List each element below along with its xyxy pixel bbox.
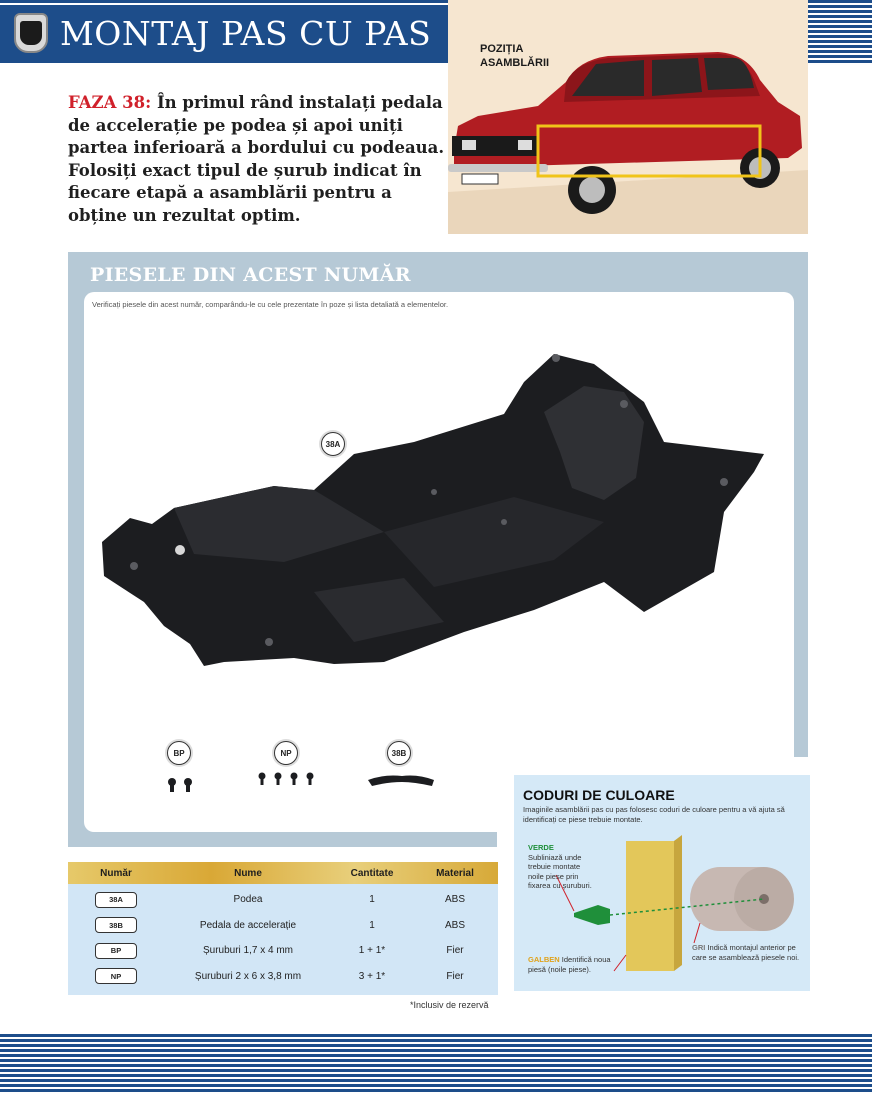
color-codes-illustration	[555, 835, 794, 972]
part-number-pill: NP	[95, 968, 137, 985]
footer-stripe-band	[0, 1034, 872, 1094]
table-footnote: *Inclusiv de rezervă	[410, 1000, 489, 1010]
part-material: ABS	[444, 919, 465, 931]
part-quantity: 1	[369, 894, 375, 906]
color-code-green-text: Subliniază unde trebuie montate noile pi…	[528, 852, 592, 891]
header-bar: MONTAJ PAS CU PAS	[0, 6, 450, 60]
color-codes-box: CODURI DE CULOARE Imaginile asamblării p…	[514, 775, 810, 991]
parts-note: Verificați piesele din acest număr, comp…	[92, 300, 449, 309]
col-number-header: Număr	[100, 867, 132, 879]
color-code-grey-text: Indică montajul anterior pe care se asam…	[692, 943, 800, 962]
parts-illustration	[102, 354, 764, 792]
col-material-header: Material	[436, 867, 474, 879]
part-name: Podea	[233, 894, 263, 906]
car-illustration	[448, 52, 808, 234]
step-label: FAZA 38:	[68, 93, 152, 112]
table-header: Număr Nume Cantitate Material	[68, 862, 498, 884]
intro-text: În primul rând instalați pedala de accel…	[68, 93, 445, 225]
dacia-logo-icon	[14, 13, 48, 53]
color-codes-panel: CODURI DE CULOARE Imaginile asamblării p…	[497, 757, 811, 991]
part-number-pill: BP	[95, 942, 137, 959]
part-number-pill: 38B	[95, 917, 137, 934]
table-row: NP Șuruburi 2 x 6 x 3,8 mm 3 + 1* Fier	[68, 964, 498, 990]
parts-heading: PIESELE DIN ACEST NUMĂR	[90, 264, 411, 286]
part-number-pill: 38A	[95, 891, 137, 908]
color-code-grey: GRI Indică montajul anterior pe care se …	[692, 943, 804, 962]
table-row: 38B Pedala de accelerație 1 ABS	[68, 913, 498, 939]
part-quantity: 3 + 1*	[358, 970, 386, 982]
part-label-38b: 38B	[387, 741, 411, 765]
part-material: Fier	[446, 970, 464, 982]
parts-panel: PIESELE DIN ACEST NUMĂR	[68, 252, 808, 847]
parts-table: Număr Nume Cantitate Material 38A Podea …	[68, 862, 498, 995]
color-code-green: VERDE Subliniază unde trebuie montate no…	[528, 843, 592, 891]
part-name: Pedala de accelerație	[199, 919, 297, 931]
color-code-yellow-text: Identifică noua piesă (noile piese).	[528, 955, 611, 974]
part-label-np: NP	[274, 741, 298, 765]
table-body: 38A Podea 1 ABS 38B Pedala de accelerați…	[68, 884, 498, 995]
color-code-yellow: GALBEN Identifică noua piesă (noile pies…	[528, 955, 628, 974]
assembly-position-panel: POZIȚIA ASAMBLĂRII	[448, 0, 808, 234]
page-title: MONTAJ PAS CU PAS	[60, 13, 432, 53]
color-codes-description: Imaginile asamblării pas cu pas folosesc…	[523, 805, 785, 824]
intro-instructions: FAZA 38: În primul rând instalați pedala…	[68, 92, 448, 227]
assembly-position-caption: POZIȚIA ASAMBLĂRII	[480, 43, 550, 69]
color-code-grey-word: GRI	[692, 943, 706, 952]
part-label-38a: 38A	[321, 432, 345, 456]
col-quantity-header: Cantitate	[350, 867, 394, 879]
part-quantity: 1	[369, 919, 375, 931]
part-name: Șuruburi 2 x 6 x 3,8 mm	[194, 970, 302, 982]
part-material: Fier	[446, 945, 464, 957]
color-codes-title: CODURI DE CULOARE	[523, 787, 675, 803]
table-row: 38A Podea 1 ABS	[68, 887, 498, 913]
color-code-yellow-word: GALBEN	[528, 955, 560, 964]
part-label-bp: BP	[167, 741, 191, 765]
col-name-header: Nume	[234, 867, 262, 879]
part-material: ABS	[444, 894, 465, 906]
part-name: Șuruburi 1,7 x 4 mm	[202, 945, 294, 957]
table-row: BP Șuruburi 1,7 x 4 mm 1 + 1* Fier	[68, 938, 498, 964]
parts-card: Verificați piesele din acest număr, comp…	[84, 292, 794, 832]
part-quantity: 1 + 1*	[358, 945, 386, 957]
color-code-green-word: VERDE	[528, 843, 554, 852]
